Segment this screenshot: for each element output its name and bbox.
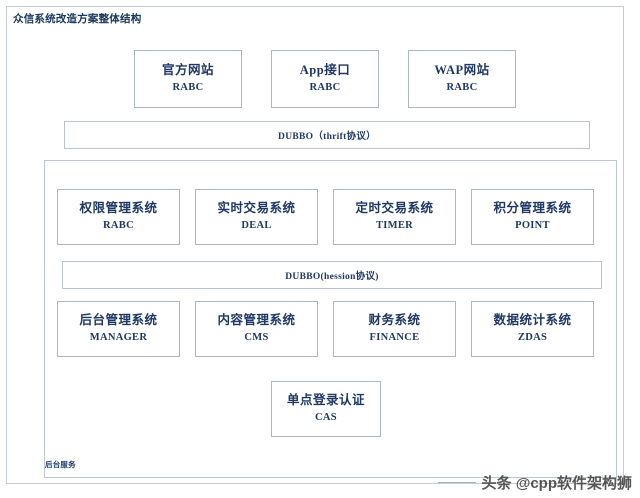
diagram-frame: 众信系统改造方案整体结构 官方网站 RABC App接口 RABC WAP网站 … [6, 6, 624, 484]
node-title-cn: 权限管理系统 [79, 201, 158, 216]
node-code: RABC [309, 81, 341, 93]
node-title-cn: 单点登录认证 [286, 393, 365, 408]
watermark-rule [437, 482, 476, 483]
watermark: 头条 @cpp软件架构狮 [437, 472, 632, 493]
node-code: RABC [103, 219, 134, 231]
page-title: 众信系统改造方案整体结构 [13, 14, 142, 25]
watermark-text: 头条 @cpp软件架构狮 [481, 475, 632, 492]
node-title-cn: 积分管理系统 [493, 201, 572, 216]
node-scheduled-trade-system[interactable]: 定时交易系统 TIMER [333, 189, 456, 245]
bus-dubbo-hession[interactable]: DUBBO(hession协议) [62, 261, 602, 289]
node-points-system[interactable]: 积分管理系统 POINT [471, 189, 594, 245]
node-sso-cas[interactable]: 单点登录认证 CAS [271, 381, 381, 437]
bus-label: DUBBO（thrift协议） [278, 132, 376, 142]
node-title-cn: 实时交易系统 [217, 201, 296, 216]
node-data-stats-system[interactable]: 数据统计系统 ZDAS [471, 301, 594, 357]
node-code: TIMER [375, 219, 414, 231]
node-permission-system[interactable]: 权限管理系统 RABC [57, 189, 180, 245]
node-official-site[interactable]: 官方网站 RABC [134, 50, 242, 108]
node-finance-system[interactable]: 财务系统 FINANCE [333, 301, 456, 357]
node-cms-system[interactable]: 内容管理系统 CMS [195, 301, 318, 357]
node-realtime-trade-system[interactable]: 实时交易系统 DEAL [195, 189, 318, 245]
node-code: RABC [446, 81, 478, 93]
node-title-cn: 内容管理系统 [217, 313, 296, 328]
service-layer-label: 后台服务 [45, 460, 76, 469]
node-code: RABC [172, 81, 204, 93]
node-code: FINANCE [369, 331, 420, 343]
node-code: DEAL [241, 219, 272, 231]
node-title-cn: WAP网站 [434, 63, 490, 78]
node-title-cn: 财务系统 [368, 313, 421, 328]
node-title-cn: 后台管理系统 [79, 313, 158, 328]
node-code: ZDAS [517, 331, 548, 343]
node-title-cn: 官方网站 [161, 63, 214, 78]
node-wap-site[interactable]: WAP网站 RABC [408, 50, 516, 108]
bus-dubbo-thrift[interactable]: DUBBO（thrift协议） [64, 121, 590, 149]
bus-label: DUBBO(hession协议) [285, 272, 379, 282]
node-title-cn: App接口 [299, 63, 351, 78]
node-code: POINT [515, 219, 550, 231]
node-app-api[interactable]: App接口 RABC [271, 50, 379, 108]
node-code: MANAGER [89, 331, 148, 343]
node-admin-system[interactable]: 后台管理系统 MANAGER [57, 301, 180, 357]
node-title-cn: 定时交易系统 [355, 201, 434, 216]
node-code: CAS [315, 411, 337, 423]
node-title-cn: 数据统计系统 [493, 313, 572, 328]
node-code: CMS [244, 331, 269, 343]
